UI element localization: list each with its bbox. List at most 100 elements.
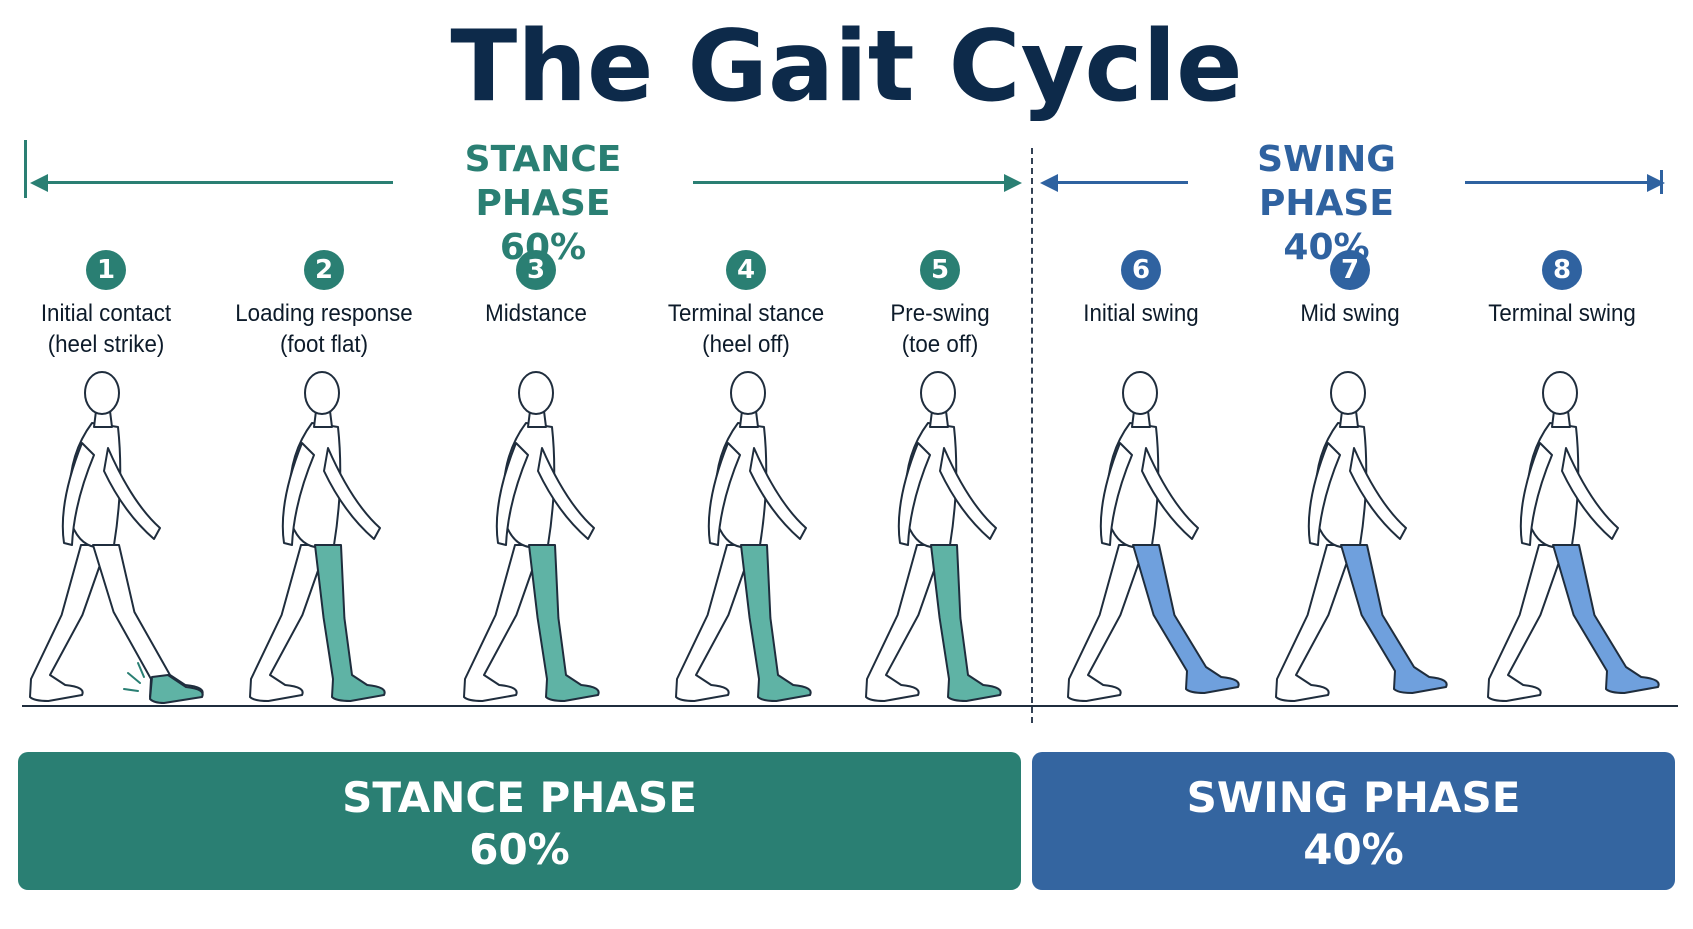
rear-leg bbox=[249, 544, 328, 702]
step-3: 3 Midstance bbox=[426, 250, 646, 329]
stance-phase-header: STANCE PHASE 60% bbox=[393, 138, 693, 270]
lead-leg bbox=[930, 544, 1002, 702]
rear-arm bbox=[707, 442, 741, 546]
swing-arrow-right-line bbox=[1465, 181, 1655, 184]
swing-phase-box: SWING PHASE 40% bbox=[1032, 752, 1675, 890]
swing-phase-box-name: SWING PHASE bbox=[1186, 773, 1521, 822]
front-arm bbox=[1141, 447, 1199, 540]
front-arm bbox=[939, 447, 997, 540]
rear-leg bbox=[1487, 544, 1566, 702]
lead-leg bbox=[1132, 544, 1240, 694]
step-label: Mid swing bbox=[1300, 300, 1400, 327]
rear-arm bbox=[495, 442, 529, 546]
step-label: Pre-swing (toe off) bbox=[890, 300, 990, 358]
walking-figure-4 bbox=[675, 371, 812, 702]
step-label: Terminal swing bbox=[1488, 300, 1636, 327]
head bbox=[730, 371, 766, 415]
swing-phase-header-name: SWING PHASE bbox=[1257, 139, 1396, 224]
impact-mark bbox=[137, 662, 145, 678]
lead-leg bbox=[740, 544, 812, 702]
stance-phase-box-name: STANCE PHASE bbox=[342, 773, 697, 822]
walking-figure-5 bbox=[865, 371, 1002, 702]
phase-divider bbox=[1031, 148, 1033, 723]
front-arm bbox=[103, 447, 161, 540]
front-arm bbox=[1349, 447, 1407, 540]
stance-arrow-left-line bbox=[46, 181, 393, 184]
rear-leg bbox=[1275, 544, 1354, 702]
walking-figure-8 bbox=[1487, 371, 1660, 702]
walking-figure-3 bbox=[463, 371, 600, 702]
impact-mark bbox=[127, 672, 141, 684]
rear-leg bbox=[29, 544, 108, 702]
head bbox=[518, 371, 554, 415]
rear-arm bbox=[1307, 442, 1341, 546]
lead-leg bbox=[1552, 544, 1660, 694]
step-badge: 2 bbox=[304, 250, 344, 290]
step-5: 5 Pre-swing (toe off) bbox=[830, 250, 1050, 360]
step-badge: 4 bbox=[726, 250, 766, 290]
step-2: 2 Loading response (foot flat) bbox=[214, 250, 434, 360]
stance-phase-box-percent: 60% bbox=[469, 825, 570, 874]
stance-arrow-left-head bbox=[30, 174, 48, 192]
ground-line bbox=[22, 705, 1678, 707]
rear-leg bbox=[675, 544, 754, 702]
swing-arrow-left-line bbox=[1056, 181, 1188, 184]
lead-leg bbox=[528, 544, 600, 702]
rear-leg bbox=[1067, 544, 1146, 702]
step-8: 8 Terminal swing bbox=[1452, 250, 1672, 329]
stance-arrow-left-tick bbox=[24, 140, 27, 198]
step-badge: 1 bbox=[86, 250, 126, 290]
step-4: 4 Terminal stance (heel off) bbox=[636, 250, 856, 360]
step-badge: 7 bbox=[1330, 250, 1370, 290]
walking-figure-7 bbox=[1275, 371, 1448, 702]
step-1: 1 Initial contact (heel strike) bbox=[0, 250, 216, 360]
page-title: The Gait Cycle bbox=[450, 10, 1243, 124]
lead-leg bbox=[314, 544, 386, 702]
rear-leg bbox=[865, 544, 944, 702]
stance-arrow-right-line bbox=[693, 181, 1006, 184]
walking-figure-2 bbox=[249, 371, 386, 702]
rear-arm bbox=[897, 442, 931, 546]
step-badge: 3 bbox=[516, 250, 556, 290]
head bbox=[1122, 371, 1158, 415]
rear-arm bbox=[1519, 442, 1553, 546]
front-arm bbox=[749, 447, 807, 540]
lead-leg bbox=[92, 544, 204, 702]
walking-figure-6 bbox=[1067, 371, 1240, 702]
swing-phase-box-percent: 40% bbox=[1303, 825, 1404, 874]
step-badge: 5 bbox=[920, 250, 960, 290]
head bbox=[1542, 371, 1578, 415]
front-arm bbox=[323, 447, 381, 540]
step-label: Terminal stance (heel off) bbox=[667, 300, 825, 358]
stance-arrow-right-head bbox=[1004, 174, 1022, 192]
lead-leg bbox=[1340, 544, 1448, 694]
rear-arm bbox=[1099, 442, 1133, 546]
stance-phase-header-name: STANCE PHASE bbox=[464, 139, 622, 224]
head bbox=[1330, 371, 1366, 415]
stance-phase-box: STANCE PHASE 60% bbox=[18, 752, 1021, 890]
swing-arrow-left-head bbox=[1040, 174, 1058, 192]
head bbox=[920, 371, 956, 415]
rear-arm bbox=[61, 442, 95, 546]
step-label: Midstance bbox=[485, 300, 587, 327]
front-arm bbox=[537, 447, 595, 540]
step-badge: 6 bbox=[1121, 250, 1161, 290]
step-badge: 8 bbox=[1542, 250, 1582, 290]
swing-arrow-right-tick bbox=[1660, 170, 1663, 194]
head bbox=[84, 371, 120, 415]
rear-arm bbox=[281, 442, 315, 546]
step-label: Initial swing bbox=[1083, 300, 1199, 327]
step-6: 6 Initial swing bbox=[1031, 250, 1251, 329]
heel-strike-foot bbox=[149, 674, 204, 704]
head bbox=[304, 371, 340, 415]
front-arm bbox=[1561, 447, 1619, 540]
step-label: Initial contact (heel strike) bbox=[40, 300, 172, 358]
walking-figure-1 bbox=[29, 371, 204, 704]
step-7: 7 Mid swing bbox=[1240, 250, 1460, 329]
step-label: Loading response (foot flat) bbox=[235, 300, 413, 358]
rear-leg bbox=[463, 544, 542, 702]
swing-phase-header: SWING PHASE 40% bbox=[1188, 138, 1465, 270]
impact-mark bbox=[123, 688, 139, 692]
